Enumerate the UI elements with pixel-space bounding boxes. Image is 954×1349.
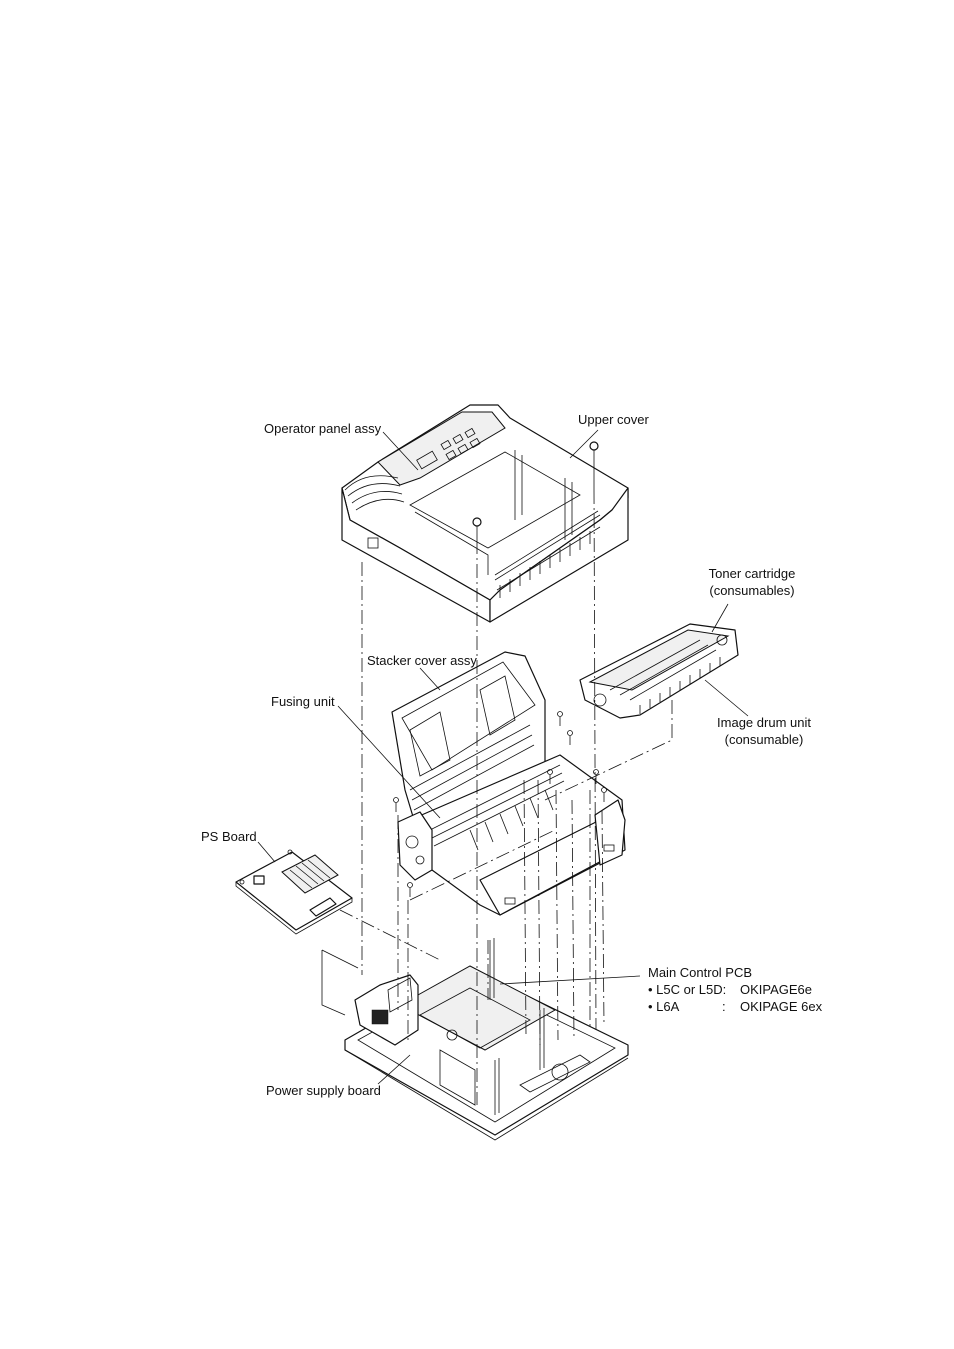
pcb-row2-name: OKIPAGE 6ex (740, 999, 823, 1014)
leader-lines (257, 429, 749, 1085)
base-frame (344, 938, 629, 1141)
label-toner-line2: (consumables) (709, 583, 795, 598)
label-ps-board: PS Board (201, 829, 257, 844)
pcb-row1-model: • L5C or L5D: (648, 982, 727, 997)
toner-drum-assembly (579, 623, 739, 719)
panel-buttons (440, 427, 481, 461)
screw-icon (589, 441, 599, 490)
label-pcb-row-1: • L5C or L5D: OKIPAGE6e (648, 981, 822, 998)
label-power-supply-board: Power supply board (266, 1083, 381, 1098)
ps-board (235, 849, 353, 935)
pcb-row2-sep: : (722, 999, 726, 1014)
label-fusing-unit: Fusing unit (271, 694, 335, 709)
label-image-drum-unit: Image drum unit (consumable) (708, 714, 820, 748)
upper-cover-assembly (341, 404, 629, 623)
alignment-lines (321, 489, 673, 1105)
label-main-control-pcb: Main Control PCB • L5C or L5D:OKIPAGE6e … (648, 964, 822, 1015)
label-toner-cartridge: Toner cartridge (consumables) (700, 565, 804, 599)
label-image-drum-line2: (consumable) (724, 732, 804, 747)
label-stacker-cover-assy: Stacker cover assy (367, 653, 477, 668)
label-image-drum-line1: Image drum unit (717, 715, 811, 730)
pcb-row2-model: • L6A (648, 999, 680, 1014)
label-main-pcb-title: Main Control PCB (648, 965, 753, 980)
label-upper-cover: Upper cover (578, 412, 649, 427)
pcb-row1-name: OKIPAGE6e (740, 982, 813, 997)
label-toner-line1: Toner cartridge (708, 566, 796, 581)
screw-icon (472, 517, 482, 540)
label-pcb-row-2: • L6A: OKIPAGE 6ex (648, 998, 822, 1015)
label-operator-panel-assy: Operator panel assy (264, 421, 382, 436)
